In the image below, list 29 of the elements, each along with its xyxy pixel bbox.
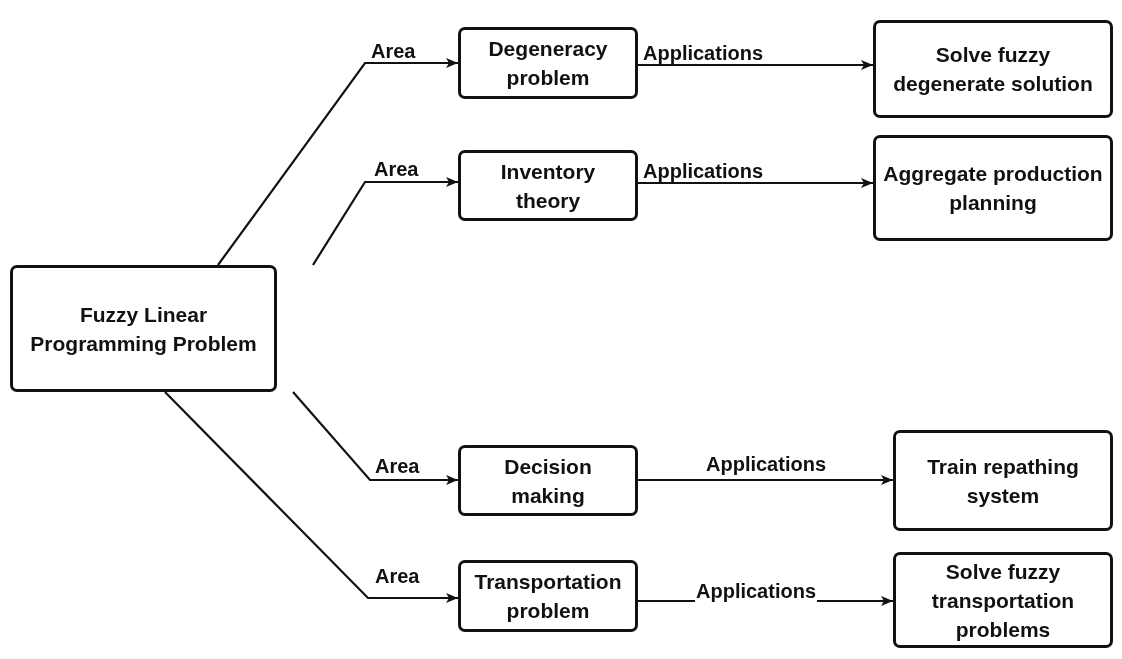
box-text: Degeneracy problem [487,36,609,91]
box-text: Solve fuzzy transportation problems [930,558,1076,643]
process-box [458,27,638,99]
process-box [893,552,1113,648]
arrow [217,58,458,266]
process-box [458,150,638,221]
arrow [638,178,873,188]
box-text: Train repathing system [926,453,1080,509]
arrow [638,60,873,70]
box-text: Decision making [503,453,593,509]
box-text: Aggregate production planning [882,161,1104,216]
edge-label: Applications [695,580,817,602]
edge-label: Applications [642,42,764,64]
arrow [292,391,458,485]
root-box [10,265,277,392]
edge-label: Applications [705,453,827,475]
box-text: Transportation problem [473,569,623,624]
process-box [893,430,1113,531]
process-box [458,560,638,632]
box-text: Inventory theory [499,158,597,214]
edge-label: Applications [642,160,764,182]
process-box [458,445,638,516]
arrow [312,177,458,266]
arrow [164,391,458,603]
box-text: Solve fuzzy degenerate solution [892,42,1094,97]
box-text: Fuzzy Linear Programming Problem [29,301,258,357]
process-box [873,135,1113,241]
arrow [638,475,893,485]
process-box [873,20,1113,118]
